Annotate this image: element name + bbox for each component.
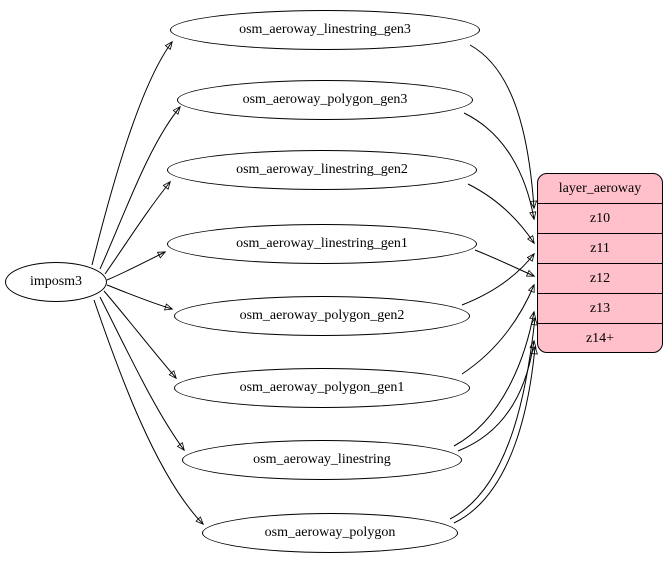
edge-osm-aeroway-polygon-gen3-to-z10 bbox=[463, 112, 537, 221]
node-osm-aeroway-linestring: osm_aeroway_linestring bbox=[182, 440, 462, 480]
edge-imposm3-to-osm-aeroway-polygon-gen3 bbox=[99, 105, 181, 270]
table-label: osm_aeroway_linestring_gen2 bbox=[236, 162, 408, 177]
edge-osm-aeroway-linestring-gen1-to-z12 bbox=[474, 249, 536, 277]
edge-osm-aeroway-polygon-gen2-to-z11 bbox=[461, 252, 535, 306]
table-label: osm_aeroway_polygon_gen2 bbox=[239, 308, 405, 323]
edge-imposm3-to-osm-aeroway-linestring-gen2 bbox=[104, 180, 171, 275]
layer-row-z12: z12 bbox=[538, 264, 662, 294]
edge-imposm3-to-osm-aeroway-polygon-gen2 bbox=[106, 284, 174, 311]
edge-imposm3-to-osm-aeroway-polygon bbox=[93, 299, 204, 526]
edge-osm-aeroway-polygon-gen1-to-z12 bbox=[461, 283, 535, 375]
table-label: osm_aeroway_linestring_gen1 bbox=[236, 236, 408, 251]
layer-record-title: layer_aeroway bbox=[538, 174, 662, 204]
table-label: osm_aeroway_polygon_gen1 bbox=[239, 380, 405, 395]
edge-imposm3-to-osm-aeroway-linestring-gen3 bbox=[91, 40, 173, 266]
layer-row-z14plus: z14+ bbox=[585, 331, 615, 346]
edge-osm-aeroway-linestring-gen2-to-z11 bbox=[467, 183, 535, 245]
node-imposm3: imposm3 bbox=[5, 262, 107, 302]
node-osm-aeroway-polygon: osm_aeroway_polygon bbox=[202, 513, 458, 553]
table-label: osm_aeroway_polygon_gen3 bbox=[242, 92, 408, 107]
layer-row-z13: z13 bbox=[538, 294, 662, 324]
edge-osm-aeroway-polygon-to-z13 bbox=[449, 316, 538, 520]
edge-osm-aeroway-linestring-to-z14 bbox=[457, 339, 537, 452]
edge-osm-aeroway-linestring-to-z13 bbox=[453, 310, 537, 447]
table-label: osm_aeroway_polygon bbox=[264, 525, 396, 540]
table-label: osm_aeroway_linestring_gen3 bbox=[239, 22, 411, 37]
edge-imposm3-to-osm-aeroway-linestring-gen1 bbox=[106, 251, 167, 281]
node-osm-aeroway-polygon-gen2: osm_aeroway_polygon_gen2 bbox=[174, 296, 470, 336]
layer-row-z10: z10 bbox=[538, 204, 662, 234]
table-label: osm_aeroway_linestring bbox=[253, 452, 391, 467]
layer-row-z11: z11 bbox=[538, 234, 662, 264]
node-osm-aeroway-polygon-gen1: osm_aeroway_polygon_gen1 bbox=[174, 368, 470, 408]
edge-osm-aeroway-linestring-gen3-to-z10 bbox=[469, 44, 538, 210]
node-osm-aeroway-linestring-gen3: osm_aeroway_linestring_gen3 bbox=[170, 10, 480, 50]
node-osm-aeroway-linestring-gen1: osm_aeroway_linestring_gen1 bbox=[167, 224, 477, 264]
edge-osm-aeroway-polygon-to-z14 bbox=[453, 345, 538, 524]
node-imposm3-label: imposm3 bbox=[29, 274, 83, 289]
node-osm-aeroway-linestring-gen2: osm_aeroway_linestring_gen2 bbox=[167, 150, 477, 190]
edge-imposm3-to-osm-aeroway-polygon-gen1 bbox=[103, 290, 177, 380]
layer-record: layer_aeroway z10 z11 z12 z13 z14+ bbox=[537, 173, 663, 353]
edge-imposm3-to-osm-aeroway-linestring bbox=[99, 296, 185, 452]
node-osm-aeroway-polygon-gen3: osm_aeroway_polygon_gen3 bbox=[177, 80, 473, 120]
